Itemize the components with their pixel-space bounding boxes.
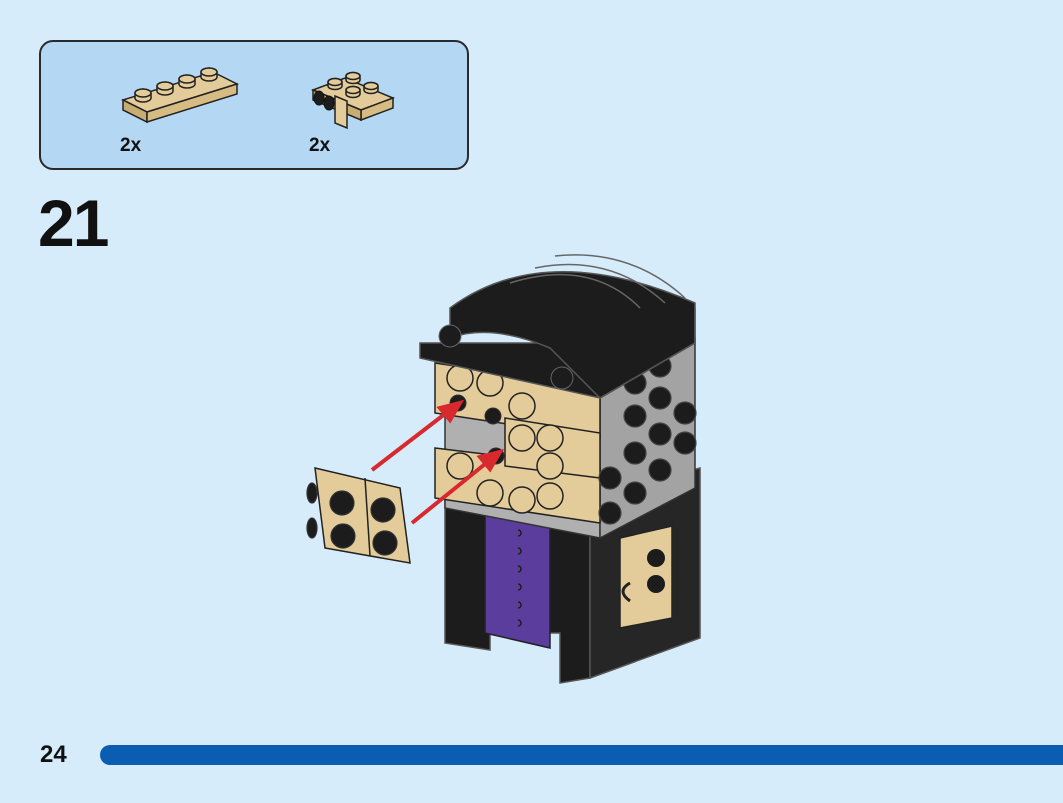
arrow-icon [370, 399, 505, 525]
plate-icon [121, 64, 239, 124]
part-quantity: 2x [309, 135, 331, 156]
parts-callout: 2x [39, 40, 469, 170]
progress-bar [100, 745, 1063, 765]
page-number: 24 [40, 741, 67, 768]
bracket-icon [307, 68, 397, 130]
step-number: 21 [38, 186, 109, 260]
minifig-build-icon [300, 238, 720, 703]
part-quantity: 2x [120, 135, 142, 156]
